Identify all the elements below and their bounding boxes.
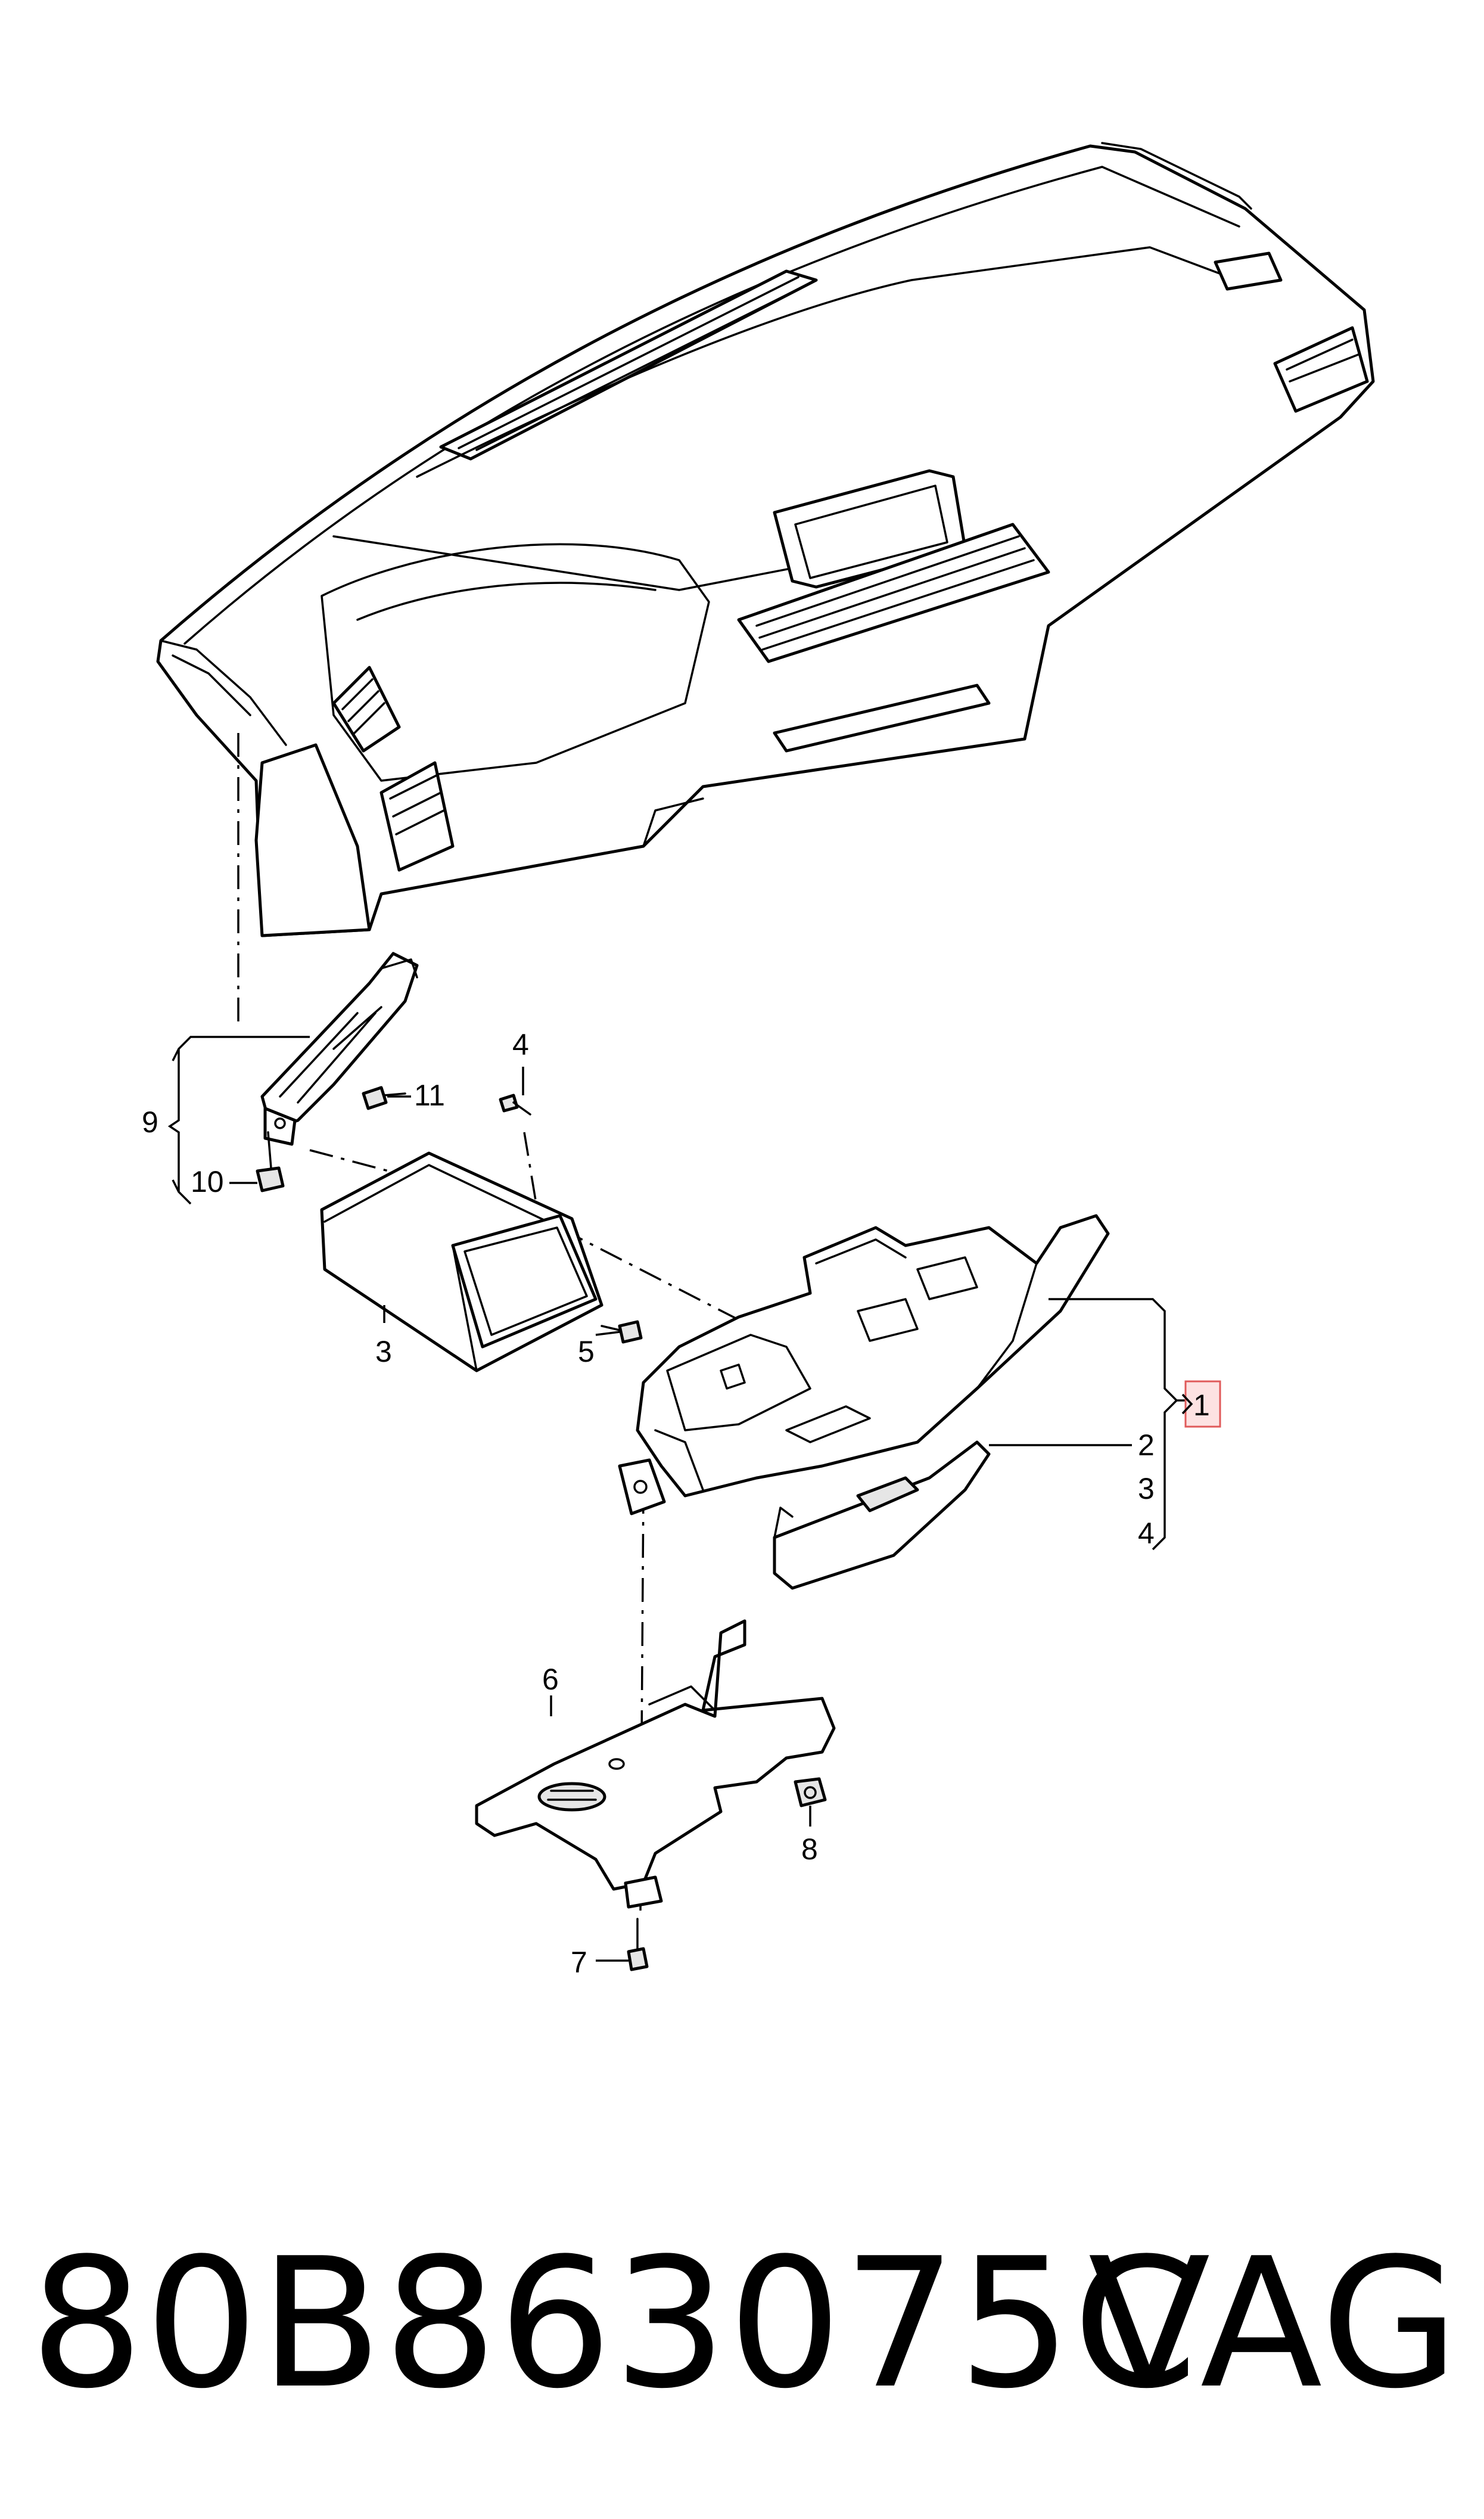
screw-part-5 [601,1320,643,1344]
callout-1: 1 [1193,1389,1210,1422]
screw-part-11 [362,1086,406,1110]
callout-11: 11 [414,1079,445,1112]
callout-4-lid: 4 [1138,1517,1155,1550]
callout-3-lid: 3 [1138,1472,1155,1505]
part-number-label: 80B863075C [30,2220,1199,2428]
glovebox-lid [773,1440,991,1590]
lower-cover-part-6 [475,1619,836,1909]
nut-part-10 [256,1131,285,1192]
callout-7: 7 [571,1946,587,1979]
callout-5: 5 [578,1335,595,1368]
dashboard [156,142,1375,937]
callout-6: 6 [542,1663,559,1696]
screw-part-4 [499,1094,531,1116]
callout-4-top: 4 [512,1028,529,1061]
nut-part-8 [794,1777,827,1807]
screw-part-7 [627,1918,649,1971]
callout-9: 9 [142,1105,158,1139]
assembly-line-vertical [639,1489,645,1914]
callout-2: 2 [1138,1428,1155,1462]
callout-10: 10 [191,1165,224,1198]
assembly-line-4 [523,1132,537,1204]
callout-8: 8 [801,1832,818,1866]
bracket-part-9 [260,952,419,1146]
glovebox-assembly-part-1 [618,1214,1110,1515]
callout-3-box: 3 [375,1335,392,1368]
storage-box-part-3 [320,1151,603,1372]
brand-label: VAG [1088,2220,1460,2428]
leader-lines [167,1036,1191,1962]
